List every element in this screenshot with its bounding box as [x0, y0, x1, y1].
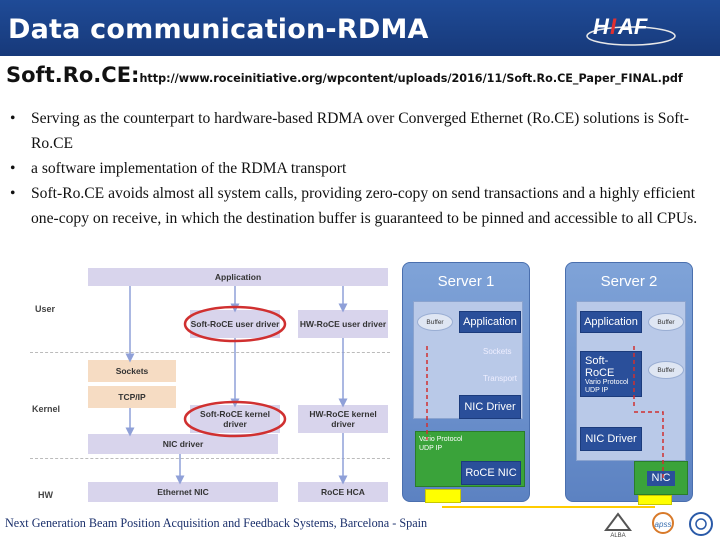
server-1-nic-port — [425, 489, 461, 503]
roce-hca-box: RoCE HCA — [298, 482, 388, 502]
server-2-soft-roce: Soft-RoCE Vario Protocol UDP IP — [580, 351, 642, 397]
layer-label-user: User — [35, 304, 56, 314]
roce-stack-diagram: User Kernel HW Application Soft-RoCE use… — [30, 262, 390, 510]
header-band: Data communication-RDMA H I AF — [0, 0, 720, 56]
ethernet-nic-box: Ethernet NIC — [88, 482, 278, 502]
server-2-nic-port — [638, 495, 672, 505]
soft-roce-kernel-driver: Soft-RoCE kernel driver — [190, 405, 280, 433]
server-1-sockets: Sockets — [483, 347, 512, 356]
server-2-nic-driver: NIC Driver — [580, 427, 642, 451]
server-2-panel: Server 2 Application Buffer Soft-RoCE Va… — [565, 262, 693, 505]
bullet-symbol: • — [10, 185, 16, 202]
imp-logo — [689, 512, 713, 536]
subtitle-main: Soft.Ro.CE: — [6, 63, 140, 87]
svg-text:I: I — [610, 14, 617, 39]
subtitle: Soft.Ro.CE:http://www.roceinitiative.org… — [6, 63, 683, 87]
server-2-nic-label: NIC — [646, 470, 676, 486]
apss-logo: apss — [652, 512, 674, 534]
server-diagram: Server 1 Buffer Application Sockets Tran… — [397, 262, 707, 512]
server-1-buffer: Buffer — [417, 313, 453, 331]
server-1-transport: Transport — [483, 374, 517, 383]
alba-logo: ALBA — [604, 512, 632, 538]
server-1-nic-driver: NIC Driver — [459, 395, 521, 419]
bullet-item: • a software implementation of the RDMA t… — [8, 156, 698, 181]
layer-divider — [30, 458, 390, 459]
bullet-item: • Serving as the counterpart to hardware-… — [8, 106, 698, 156]
server-1-roce-nic: RoCE NIC — [461, 461, 521, 485]
application-box: Application — [88, 268, 388, 286]
server-2-title: Server 2 — [600, 273, 658, 290]
sockets-box: Sockets — [88, 360, 176, 382]
soft-roce-user-driver: Soft-RoCE user driver — [190, 310, 280, 338]
svg-text:ALBA: ALBA — [610, 533, 625, 538]
bullet-symbol: • — [10, 160, 16, 177]
server-1-title: Server 1 — [437, 273, 495, 290]
server-2-soft-roce-detail: Vario Protocol UDP IP — [585, 379, 629, 394]
svg-text:apss: apss — [655, 520, 672, 529]
stack-arrows — [125, 286, 348, 485]
layer-divider — [30, 352, 390, 353]
bullet-text: Soft-Ro.CE avoids almost all system call… — [31, 185, 698, 227]
layer-label-kernel: Kernel — [32, 404, 61, 414]
server-1-panel: Server 1 Buffer Application Sockets Tran… — [402, 262, 530, 503]
page-title: Data communication-RDMA — [8, 14, 429, 45]
server-1-protocol: Vario Protocol UDP IP — [419, 436, 463, 452]
hw-roce-user-driver: HW-RoCE user driver — [298, 310, 388, 338]
nic-driver-box: NIC driver — [88, 434, 278, 454]
svg-text:AF: AF — [617, 14, 648, 39]
bullet-symbol: • — [10, 110, 16, 127]
hw-roce-kernel-driver: HW-RoCE kernel driver — [298, 405, 388, 433]
bullet-item: • Soft-Ro.CE avoids almost all system cal… — [8, 181, 698, 231]
svg-text:H: H — [593, 14, 610, 39]
layer-label-hw: HW — [38, 490, 53, 500]
bullet-text: Serving as the counterpart to hardware-b… — [31, 110, 689, 152]
data-path-lines — [426, 346, 664, 508]
server-2-buffer: Buffer — [648, 313, 684, 331]
server-2-buffer-2: Buffer — [648, 361, 684, 379]
bullet-text: a software implementation of the RDMA tr… — [31, 160, 347, 177]
footer-text: Next Generation Beam Position Acquisitio… — [5, 516, 428, 530]
tcpip-box: TCP/IP — [88, 386, 176, 408]
server-2-nic: NIC — [634, 461, 688, 495]
bullet-list: • Serving as the counterpart to hardware-… — [8, 106, 698, 231]
paper-url[interactable]: http://www.roceinitiative.org/wpcontent/… — [139, 72, 683, 85]
server-1-application: Application — [459, 311, 521, 333]
server-2-soft-roce-label: Soft-RoCE — [585, 355, 615, 379]
hiaf-logo: H I AF — [586, 14, 676, 46]
server-2-application: Application — [580, 311, 642, 333]
